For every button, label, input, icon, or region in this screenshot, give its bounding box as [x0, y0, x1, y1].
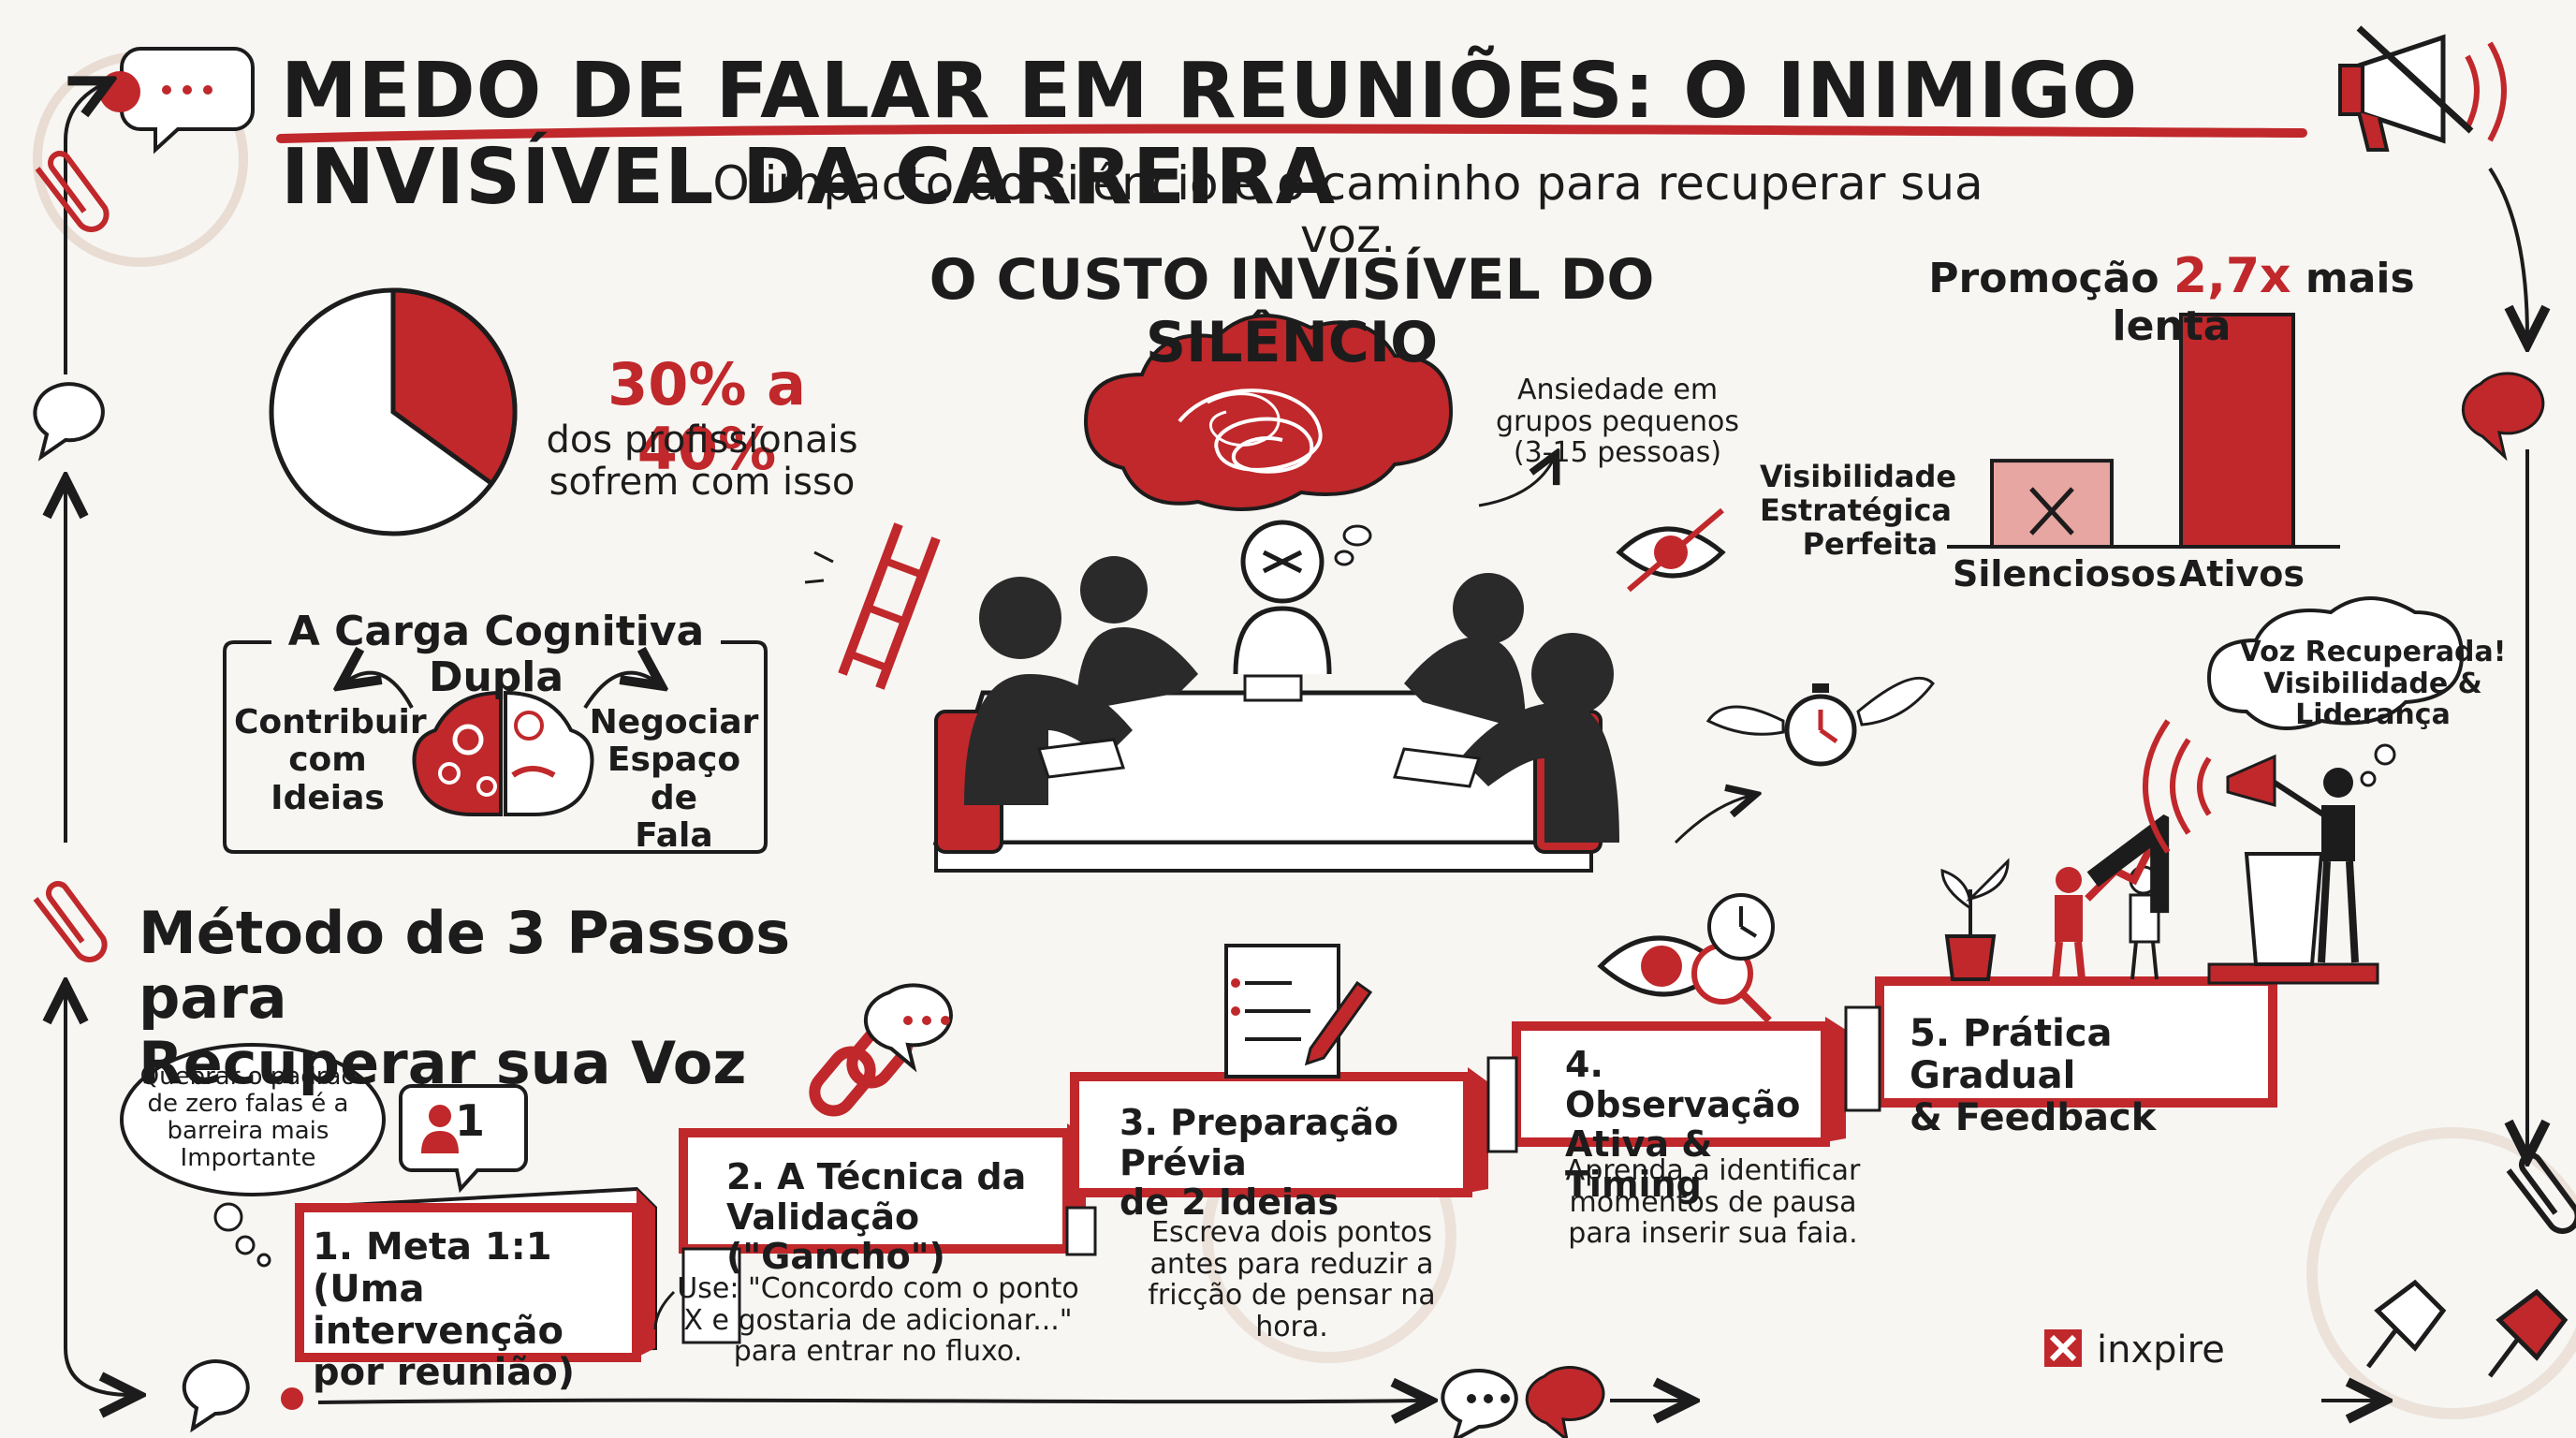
carga-left-label: Contribuir com Ideias [234, 703, 427, 817]
plant-growth-icon [1940, 858, 2010, 981]
notepad-pencil-icon [1224, 944, 1373, 1078]
coffee-stain [2306, 1127, 2576, 1419]
bar-chart [1947, 313, 2340, 550]
step-block-1 [295, 1186, 657, 1362]
step-2-description: Use: "Concordo com o ponto X e gostaria … [677, 1272, 1079, 1369]
eye-magnifier-clock-icon [1597, 893, 1775, 1023]
speech-bubble-icon [33, 382, 105, 462]
border-arrow [317, 1401, 1423, 1402]
step-4-label: 4. Observação Ativa & Timing [1565, 1044, 1801, 1205]
arrow-left [346, 673, 414, 709]
inxpire-logo-icon [2044, 1329, 2082, 1367]
step-2-label: 2. A Técnica da Validação ("Gancho") [726, 1156, 1027, 1278]
final-thought-text: Voz Recuperada! Visibilidade & Liderança [2239, 636, 2507, 732]
carga-box [223, 640, 768, 854]
pie-slice [390, 287, 518, 487]
chart-title-suffix: mais lenta [2112, 255, 2415, 351]
chart-ylabel: Visibilidade Estratégica Perfeita [1760, 459, 1957, 562]
anxiety-cloud-icon [1083, 314, 1454, 566]
page-subtitle: O impacto do silêncio e o caminho para r… [712, 156, 1983, 263]
section-title-custo: O CUSTO INVISÍVEL DO SILÊNCIO [929, 247, 1655, 376]
paperclip-icon [2506, 1152, 2576, 1234]
title-underline [276, 124, 2307, 143]
anxiety-arrow [1478, 459, 1554, 507]
chart-title: Promoção 2,7x mais lenta [1928, 249, 2415, 350]
handshake-people-icon [2052, 843, 2159, 980]
stat-description: dos profissionais sofrem com isso [546, 418, 858, 504]
step-3-description: Escreva dois pontos antes para reduzir a… [1148, 1216, 1436, 1343]
flying-clock-icon [1705, 676, 1935, 767]
paperclip-icon [33, 881, 108, 962]
thought-cloud-icon [2206, 596, 2465, 787]
speech-bubble-icon [182, 1359, 250, 1433]
pushpin-icon [2366, 1279, 2447, 1369]
speech-bubble-user-icon [399, 1084, 528, 1194]
chart-category-silenciosos: Silenciosos [1953, 553, 2177, 594]
meeting-table-illustration [932, 520, 1619, 873]
bar-silenciosos [1990, 459, 2114, 550]
step-3-label: 3. Preparação Prévia de 2 Ideias [1120, 1102, 1398, 1224]
speech-bubble-icon [1525, 1366, 1605, 1438]
staircase [295, 962, 2379, 1362]
broken-ladder-icon [804, 522, 941, 690]
carga-title: A Carga Cognitiva Dupla [287, 608, 705, 702]
stat-percentage: 30% a 40% [607, 350, 806, 484]
step-1-label: 1. Meta 1:1 (Uma intervenção por reunião… [313, 1225, 576, 1395]
chart-title-prefix: Promoção [1928, 255, 2159, 302]
x-mark-icon [2029, 487, 2074, 536]
pushpin-icon [2488, 1288, 2569, 1378]
chart-category-ativos: Ativos [2178, 553, 2305, 594]
speech-bubble-icon [2461, 372, 2545, 462]
muted-megaphone-icon [2338, 25, 2507, 152]
clock-arrow [1674, 796, 1750, 844]
page-title: MEDO DE FALAR EM REUNIÕES: O INIMIGO INV… [281, 47, 2139, 222]
bar-ativos [2179, 313, 2295, 549]
arrow-right [583, 673, 655, 710]
method-title: Método de 3 Passos para Recuperar sua Vo… [139, 899, 791, 1097]
border-arrow [2488, 167, 2527, 337]
brand-name: inxpire [2097, 1328, 2225, 1372]
step-5-label: 5. Prática Gradual & Feedback [1910, 1012, 2157, 1139]
pie-chart [269, 287, 518, 536]
step-block-3 [1065, 1067, 1488, 1256]
dot-icon [281, 1387, 303, 1410]
paperclip-icon [35, 151, 110, 232]
step-block-4 [1486, 1017, 1846, 1153]
chat-dots-icon [1441, 1369, 1518, 1438]
step-badge-number: 1 [455, 1095, 486, 1146]
tip-bubble-text: Quebrar o padrão de zero falas é a barre… [139, 1063, 357, 1173]
chat-dots-icon [863, 983, 953, 1073]
step-4-description: Aprenda a identificar momentos de pausa … [1565, 1154, 1861, 1251]
chart-title-value: 2,7x [2173, 248, 2291, 304]
chat-icon [99, 47, 255, 154]
desc-arrow [653, 1290, 676, 1330]
anxiety-label: Ansiedade em grupos pequenos (3-15 pesso… [1496, 374, 1739, 470]
border-arrow [64, 1347, 131, 1395]
brain-icon [412, 690, 594, 816]
tip-bubble [120, 1043, 386, 1268]
step-block-5 [1844, 962, 2379, 1112]
crossed-eye-icon [1616, 507, 1726, 593]
border-arrow [64, 84, 103, 374]
carga-right-label: Negociar Espaço de Fala [589, 703, 759, 855]
speaker-podium-icon [2143, 719, 2359, 966]
